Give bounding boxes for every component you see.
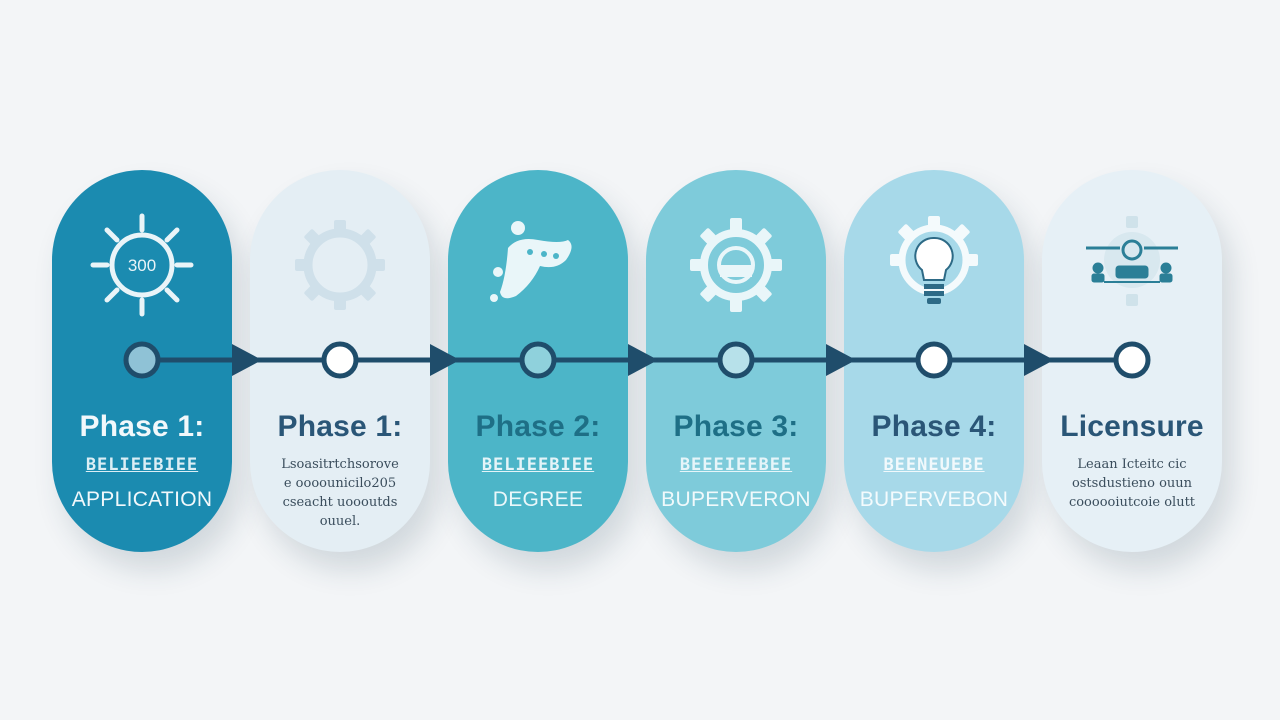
- description-line: ouuel.: [319, 514, 361, 529]
- gear-icon-label: 300: [128, 256, 156, 275]
- people-network-icon: [1086, 216, 1178, 306]
- phase-subtitle: BUPERVEBON: [859, 488, 1009, 511]
- description-line: e oooounicilo205: [283, 476, 397, 491]
- phase-title: Phase 2:: [475, 410, 601, 443]
- phase-description: Lsoasitrtchsorove e oooounicilo205 cseac…: [250, 455, 430, 531]
- phase-title: Licensure: [1060, 410, 1204, 443]
- phase-subtitle: BUPERVERON: [661, 488, 811, 511]
- description-line: Leaan Icteitc cic: [1077, 457, 1187, 472]
- phase-garbled-line: BELIEEBIEE: [85, 455, 199, 475]
- gear-icon: [295, 220, 385, 310]
- phase-description: Leaan Icteitc cic ostsdustieno ouun cooo…: [1042, 455, 1222, 512]
- phase-title: Phase 1:: [277, 410, 403, 443]
- description-line: Lsoasitrtchsorove: [281, 457, 399, 472]
- description-line: ostsdustieno ouun: [1071, 476, 1193, 491]
- phase-subtitle: APPLICATION: [71, 488, 213, 511]
- phase-garbled-line: BEEEIEEBEE: [679, 455, 793, 475]
- description-line: cseacht uoooutds: [282, 495, 398, 510]
- gear-icon: 300: [90, 213, 194, 317]
- phase-title: Phase 3:: [673, 410, 799, 443]
- phase-subtitle: DEGREE: [492, 488, 584, 511]
- diploma-icon: [490, 221, 572, 302]
- phase-title: Phase 4:: [871, 410, 997, 443]
- description-line: coooooiutcoie olutt: [1068, 495, 1196, 510]
- phase-garbled-line: BELIEEBIEE: [481, 455, 595, 475]
- gear-icon: [690, 218, 782, 312]
- phase-title: Phase 1:: [79, 410, 205, 443]
- lightbulb-icon: [890, 216, 978, 304]
- phase-garbled-line: BEENEUEBE: [883, 455, 985, 475]
